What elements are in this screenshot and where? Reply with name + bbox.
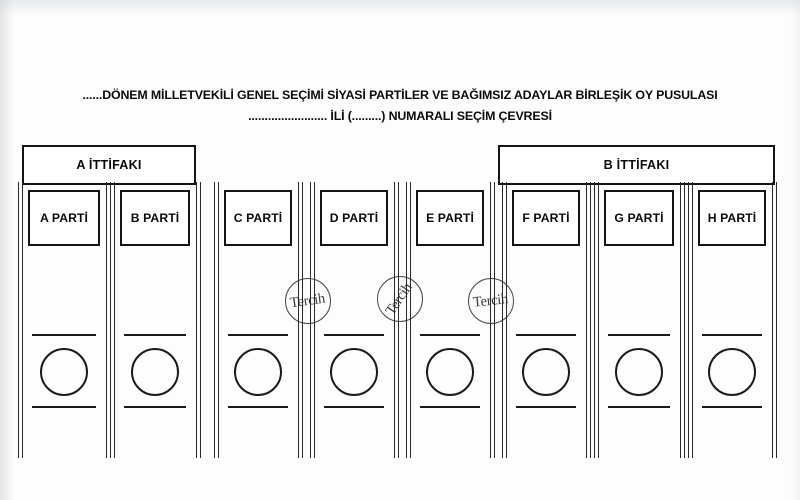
column-separator-rule [106,182,107,458]
ballot-title-line-1: ......DÖNEM MİLLETVEKİLİ GENEL SEÇİMİ Sİ… [82,88,718,102]
party-column: G PARTİ [594,182,685,458]
column-separator-rule [200,182,201,458]
vote-box-bottom-line [608,406,670,408]
column-separator-rule [22,182,23,458]
vote-box-bottom-line [516,406,576,408]
vote-circle[interactable] [131,348,179,396]
column-separator-rule [598,182,599,458]
vote-circle[interactable] [234,348,282,396]
party-name-label: F PARTİ [522,211,570,225]
column-separator-rule [594,182,595,458]
alliance-header-box: A İTTİFAKI [22,145,196,185]
party-column: F PARTİ [502,182,591,458]
tercih-stamp: Tercih [468,278,514,324]
tercih-stamp-label: Tercih [472,290,510,311]
party-name-label: G PARTİ [614,211,664,225]
column-separator-rule [506,182,507,458]
party-column: A PARTİ [18,182,111,458]
alliance-label: A İTTİFAKI [76,158,142,172]
party-column: H PARTİ [688,182,777,458]
ballot-title-line-2: ........................ İLİ (.........)… [248,109,552,123]
party-name-label: C PARTİ [233,211,283,225]
tercih-stamp: Tercih [285,278,331,324]
column-separator-rule [214,182,215,458]
tercih-stamp-label: Tercih [289,290,327,311]
column-separator-rule [688,182,689,458]
party-name-label: E PARTİ [426,211,474,225]
vote-box-bottom-line [228,406,288,408]
column-separator-rule [218,182,219,458]
party-name-label: H PARTİ [707,211,757,225]
column-separator-rule [692,182,693,458]
column-separator-rule [590,182,591,458]
party-name-box[interactable]: H PARTİ [698,190,766,246]
party-name-label: A PARTİ [39,211,89,225]
party-column: D PARTİ [310,182,399,458]
column-separator-rule [684,182,685,458]
alliance-label: B İTTİFAKI [603,158,670,172]
vote-box-top-line [702,334,762,336]
party-name-box[interactable]: G PARTİ [604,190,674,246]
party-name-box[interactable]: A PARTİ [28,190,100,246]
vote-box-bottom-line [702,406,762,408]
vote-box-top-line [608,334,670,336]
party-column: C PARTİ [214,182,303,458]
column-separator-rule [18,182,19,458]
party-name-box[interactable]: E PARTİ [416,190,484,246]
column-separator-rule [110,182,111,458]
alliance-header-box: B İTTİFAKI [498,145,775,185]
vote-circle[interactable] [522,348,570,396]
party-name-box[interactable]: D PARTİ [320,190,388,246]
vote-box-top-line [32,334,96,336]
vote-circle[interactable] [330,348,378,396]
vote-box-top-line [324,334,384,336]
column-separator-rule [776,182,777,458]
vote-box-bottom-line [32,406,96,408]
column-separator-rule [772,182,773,458]
party-name-box[interactable]: B PARTİ [120,190,190,246]
tercih-stamp: Tercih [377,276,423,322]
party-name-box[interactable]: F PARTİ [512,190,580,246]
vote-circle[interactable] [426,348,474,396]
vote-circle[interactable] [615,348,663,396]
column-separator-rule [196,182,197,458]
vote-box-top-line [516,334,576,336]
column-separator-rule [586,182,587,458]
vote-box-bottom-line [420,406,480,408]
party-column: B PARTİ [110,182,201,458]
column-separator-rule [680,182,681,458]
vote-box-top-line [124,334,186,336]
vote-box-top-line [228,334,288,336]
column-separator-rule [114,182,115,458]
party-name-label: B PARTİ [130,211,180,225]
vote-circle[interactable] [708,348,756,396]
vote-box-bottom-line [324,406,384,408]
vote-box-bottom-line [124,406,186,408]
party-name-box[interactable]: C PARTİ [224,190,292,246]
vote-circle[interactable] [40,348,88,396]
ballot-heading: ......DÖNEM MİLLETVEKİLİ GENEL SEÇİMİ Sİ… [0,88,800,123]
tercih-stamp-label: Tercih [383,279,417,318]
column-separator-rule [410,182,411,458]
party-name-label: D PARTİ [329,211,379,225]
vote-box-top-line [420,334,480,336]
